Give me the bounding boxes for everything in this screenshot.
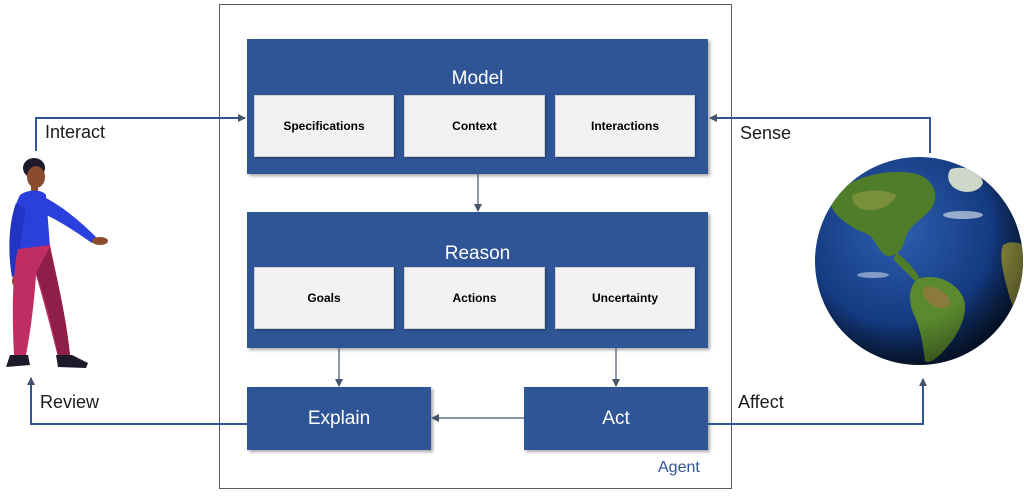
arrow-sense	[709, 114, 931, 153]
model-item-context: Context	[404, 95, 545, 157]
label-review: Review	[40, 392, 100, 412]
earth-globe-icon	[815, 157, 1023, 365]
reason-item-goals: Goals	[254, 267, 394, 329]
act-block: Act	[524, 387, 708, 450]
arrow-interact	[35, 114, 246, 151]
label-affect: Affect	[738, 392, 784, 412]
agent-label: Agent	[658, 459, 700, 476]
label-interact: Interact	[45, 122, 106, 142]
arrow-review	[27, 377, 247, 425]
model-title: Model	[451, 68, 504, 89]
reason-item-uncertainty: Uncertainty	[555, 267, 695, 329]
model-block: Model Specifications Context Interaction…	[247, 39, 708, 174]
reason-item-actions: Actions	[404, 267, 545, 329]
model-item-specifications: Specifications	[254, 95, 394, 157]
model-item-interactions: Interactions	[555, 95, 695, 157]
label-sense: Sense	[740, 123, 792, 143]
reason-title: Reason	[444, 243, 511, 264]
arrow-affect	[708, 378, 927, 425]
person-icon	[6, 158, 108, 368]
explain-block: Explain	[247, 387, 431, 450]
reason-block: Reason Goals Actions Uncertainty	[247, 212, 708, 348]
